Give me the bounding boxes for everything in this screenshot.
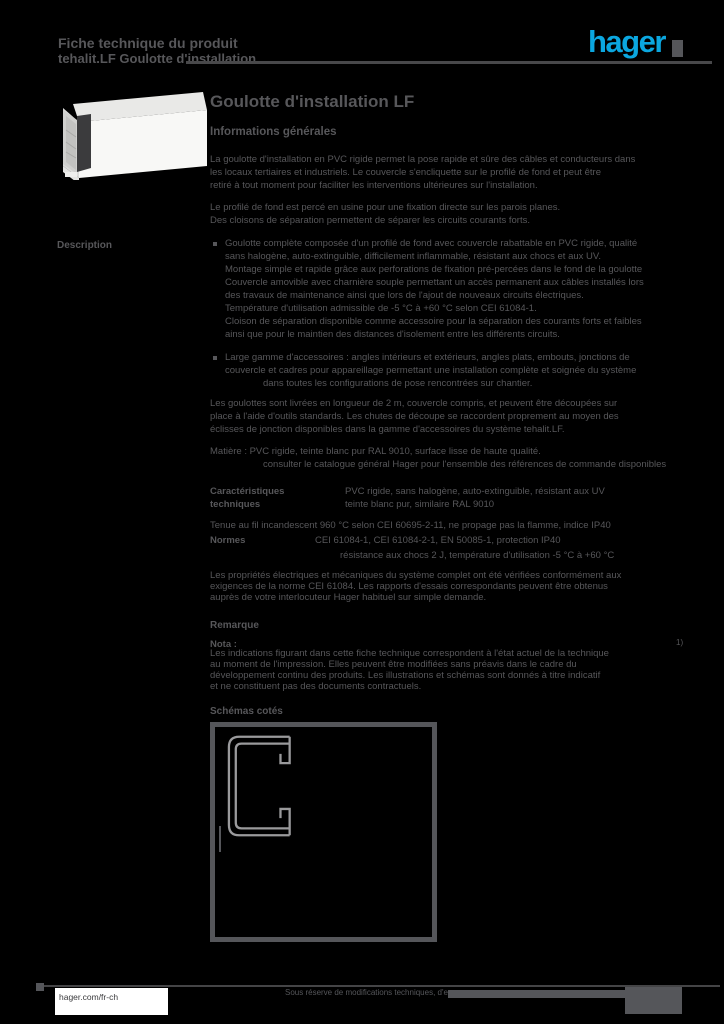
feature-line: Goulotte complète composée d'un profilé … [225, 238, 638, 249]
feature-line: Température d'utilisation admissible de … [225, 303, 537, 314]
feature-line: Couvercle amovible avec charnière souple… [225, 277, 644, 288]
feature-line: Large gamme d'accessoires : angles intér… [225, 352, 630, 363]
dimension-tick [219, 826, 221, 852]
margin-label-description: Description [57, 240, 113, 251]
footer-gray-bar [448, 990, 625, 998]
footer-note: Sous réserve de modifications techniques… [285, 988, 460, 997]
feature-line: couvercle et cadres pour appareillage pe… [225, 365, 637, 376]
bullet-icon [213, 356, 217, 360]
intro-line: Des cloisons de séparation permettent de… [210, 215, 530, 226]
spec-paragraph-line: exigences de la norme CEI 61084. Les rap… [210, 581, 608, 592]
spec-paragraph-line: Les propriétés électriques et mécaniques… [210, 570, 622, 581]
feature-line: sans halogène, auto-extinguible, diffici… [225, 251, 601, 262]
footer-page-block [625, 987, 682, 1014]
spec-note: Tenue au fil incandescent 960 °C selon C… [210, 520, 611, 531]
paragraph-line: consulter le catalogue général Hager pou… [263, 459, 666, 470]
spec-value: résistance aux chocs 2 J, température d'… [340, 550, 615, 561]
feature-line: Cloison de séparation disponible comme a… [225, 316, 642, 327]
spec-paragraph-line: auprès de votre interlocuteur Hager habi… [210, 592, 487, 603]
paragraph-line: Matière : PVC rigide, teinte blanc pur R… [210, 446, 541, 457]
footer-site-box: hager.com/fr-ch [55, 988, 168, 1015]
document-title-line1: Fiche technique du produit [58, 35, 238, 51]
dimension-drawing-box [210, 722, 437, 942]
remark-line: au moment de l'impression. Elles peuvent… [210, 659, 577, 670]
spec-label: Caractéristiques [210, 486, 285, 497]
paragraph-line: place à l'aide d'outils standards. Les c… [210, 411, 619, 422]
drawings-header: Schémas cotés [210, 706, 283, 717]
intro-line: Le profilé de fond est percé en usine po… [210, 202, 561, 213]
spec-value: PVC rigide, sans halogène, auto-extingui… [345, 486, 605, 497]
site-link[interactable]: hager.com/fr-ch [59, 992, 119, 1002]
product-subheading: Informations générales [210, 126, 337, 138]
spec-value: teinte blanc pur, similaire RAL 9010 [345, 499, 495, 510]
feature-line: ainsi que pour le maintien des distances… [225, 329, 560, 340]
paragraph-line: Les goulottes sont livrées en longueur d… [210, 398, 618, 409]
hager-logo: hager [588, 24, 666, 59]
paragraph-line: éclisses de jonction disponibles dans la… [210, 424, 565, 435]
remark-line: et ne constituent pas des documents cont… [210, 681, 422, 692]
profile-cross-section-drawing [227, 735, 291, 837]
bullet-icon [213, 242, 217, 246]
feature-line: des travaux de maintenance ainsi que lor… [225, 290, 584, 301]
feature-line: dans toutes les configurations de pose r… [263, 378, 533, 389]
spec-label: techniques [210, 499, 261, 510]
footer-rule [40, 985, 720, 987]
footnote-mark: 1) [676, 638, 684, 647]
remark-header: Remarque [210, 620, 259, 631]
intro-line: La goulotte d'installation en PVC rigide… [210, 154, 636, 165]
feature-line: Montage simple et rapide grâce aux perfo… [225, 264, 643, 275]
remark-line: développement continu des produits. Les … [210, 670, 601, 681]
product-heading: Goulotte d'installation LF [210, 92, 415, 111]
trunking-render [63, 92, 207, 184]
remark-stub: Nota : [210, 639, 237, 650]
intro-line: retiré à tout moment pour faciliter les … [210, 180, 538, 191]
product-photo [57, 88, 207, 184]
logo-registered-mark [672, 40, 683, 57]
remark-line: Les indications figurant dans cette fich… [210, 648, 609, 659]
intro-line: les locaux tertiaires et industriels. Le… [210, 167, 601, 178]
spec-value: CEI 61084-1, CEI 61084-2-1, EN 50085-1, … [315, 535, 561, 546]
footer-left-square [36, 983, 44, 991]
spec-label: Normes [210, 535, 246, 546]
header-rule [186, 61, 712, 64]
